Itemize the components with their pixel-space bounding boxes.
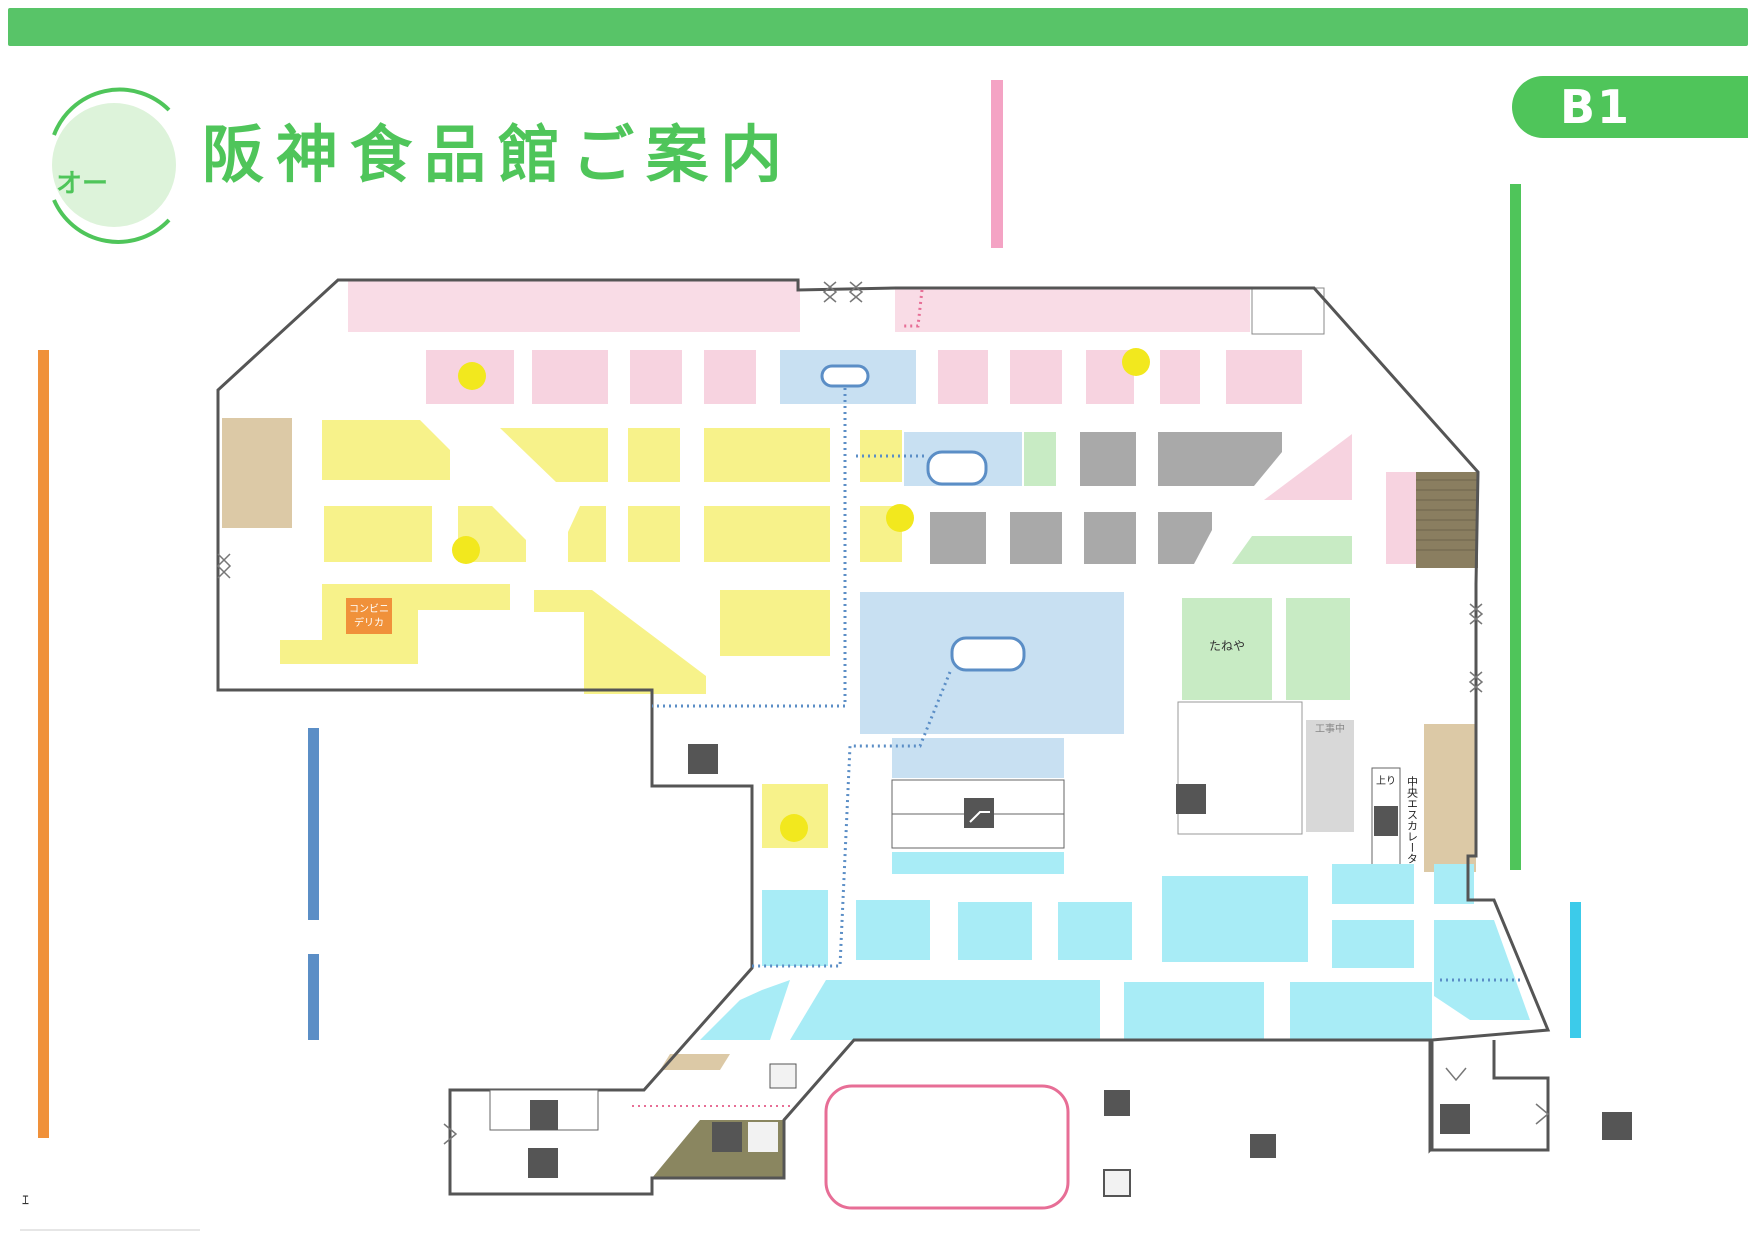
zone-pink-top-2 [895, 288, 1250, 332]
zone-construction [1306, 720, 1354, 832]
shop-cyan-4 [1058, 902, 1132, 960]
shop-cyan-3 [958, 902, 1032, 960]
shop-yellow-1 [322, 420, 450, 480]
zone-pink-right [1264, 434, 1352, 500]
shop-yellow-10 [704, 506, 830, 562]
shop-pink-4 [704, 350, 756, 404]
oval-marker-1 [820, 364, 870, 388]
briefcase-icon [769, 1063, 797, 1089]
shop-pink-6 [1010, 350, 1062, 404]
elevator-icon-4 [1176, 784, 1206, 814]
shop-cyan-12 [1290, 982, 1432, 1040]
locker-icon [1104, 1090, 1130, 1116]
shop-yellow-2 [500, 428, 608, 482]
side-bar-pink [991, 80, 1003, 248]
elevator-icon-5 [1440, 1104, 1470, 1134]
shop-cyan-13 [700, 980, 790, 1040]
zone-green-small [1024, 432, 1056, 486]
shop-yellow-4 [704, 428, 830, 482]
shop-pink-5 [938, 350, 988, 404]
shop-tanaya [1182, 598, 1272, 700]
shop-pink-9 [1226, 350, 1302, 404]
restroom-icon [712, 1122, 742, 1152]
shop-cyan-7 [1332, 920, 1414, 968]
escalator-label: 中央エスカレーター [1406, 776, 1419, 875]
shop-pink-8 [1160, 350, 1200, 404]
event-space [824, 1084, 1070, 1210]
zone-gray-5 [1084, 512, 1136, 564]
shop-yellow-8 [568, 506, 606, 562]
marker-dot-3 [886, 504, 914, 532]
tanaya-label: たねや [1209, 639, 1245, 653]
zone-blue-stair [892, 738, 1064, 778]
konbini-label-1: コンビニ [349, 603, 389, 615]
shop-cyan-11 [1124, 982, 1264, 1040]
logo-icon: オー [52, 87, 176, 244]
marker-dot-1 [458, 362, 486, 390]
atm-icon [1250, 1134, 1276, 1158]
zone-tan-left [222, 418, 292, 528]
logo-text: オー [56, 169, 108, 199]
shop-konbini [346, 598, 392, 634]
zone-gray-6 [1158, 512, 1212, 564]
oval-marker-2 [926, 450, 988, 486]
shop-cyan-10 [790, 980, 1100, 1040]
restroom-icon-2 [748, 1122, 778, 1152]
page-title: 阪神食品館ご案内 [202, 118, 795, 191]
elevator-icon-2 [528, 1148, 558, 1178]
shop-green-2 [1286, 598, 1350, 700]
shop-yellow-12 [280, 584, 510, 664]
side-bar-orange [38, 350, 49, 1138]
oval-marker-3 [950, 636, 1026, 672]
zone-gray-3 [930, 512, 986, 564]
shop-cyan-1 [762, 890, 828, 966]
marker-dot-4 [452, 536, 480, 564]
shop-cyan-5 [1162, 876, 1308, 962]
shop-cyan-2 [856, 900, 930, 960]
side-bar-cyan [1570, 902, 1581, 1038]
shop-pink-2 [532, 350, 608, 404]
zone-pink-top-1 [348, 280, 800, 332]
shop-cyan-9 [1434, 920, 1530, 1020]
zone-gray-4 [1010, 512, 1062, 564]
side-bar-green [1510, 184, 1521, 870]
shop-yellow-3 [628, 428, 680, 482]
footer-note: ｴ [22, 1193, 29, 1209]
zone-tan-right [1424, 724, 1476, 872]
side-bar-blue-1 [308, 728, 319, 920]
zone-gray-1 [1080, 432, 1136, 486]
shop-cyan-6 [1332, 864, 1414, 904]
zone-cyan-strip [892, 852, 1064, 874]
zone-gray-2 [1158, 432, 1282, 486]
shop-yellow-9 [628, 506, 680, 562]
shop-yellow-13 [534, 590, 706, 694]
escalator-icon [1374, 806, 1398, 836]
zone-white-block [1177, 701, 1303, 835]
escalator-up-label: 上り [1376, 775, 1396, 787]
zone-green-1 [1232, 536, 1352, 564]
construction-label: 工事中 [1315, 722, 1345, 735]
marker-dot-2 [1122, 348, 1150, 376]
door-icon [1103, 1169, 1131, 1197]
elevator-icon-6 [1602, 1112, 1632, 1140]
elevator-icon-1 [530, 1100, 558, 1130]
side-bar-blue-2 [308, 954, 319, 1040]
floor-label: B1 [1560, 80, 1632, 134]
marker-dot-5 [780, 814, 808, 842]
shop-pink-3 [630, 350, 682, 404]
elevator-icon-3 [688, 744, 718, 774]
shop-yellow-14 [720, 590, 830, 656]
shop-yellow-6 [324, 506, 432, 562]
top-banner [8, 8, 1748, 46]
zone-tan-bottom [660, 1054, 730, 1070]
zone-white-corner [1251, 287, 1325, 335]
floor-badge [1512, 76, 1748, 138]
konbini-label-2: デリカ [354, 616, 384, 629]
zone-pink-right-2 [1386, 472, 1416, 564]
